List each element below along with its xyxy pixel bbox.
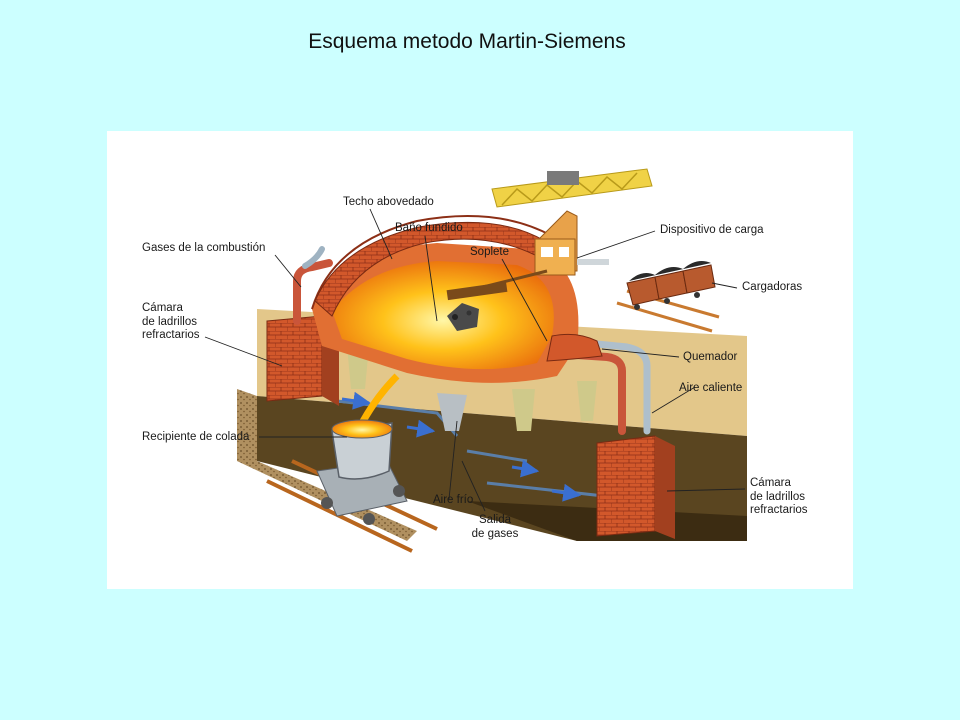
flow-arrow (341, 391, 372, 410)
slide-title: Esquema metodo Martin-Siemens (308, 30, 626, 53)
tapping-ladle (316, 373, 408, 525)
label-recipiente-de-colada: Recipiente de colada (142, 431, 250, 443)
label-camara-derecha: Cámara de ladrillos refractarios (750, 477, 808, 516)
label-cargadoras: Cargadoras (742, 281, 803, 293)
flow-arrow (511, 459, 540, 478)
furnace-supports (347, 346, 597, 431)
charging-crane (466, 168, 653, 293)
label-aire-frio: Aire frío (433, 494, 474, 506)
label-aire-caliente: Aire caliente (679, 382, 743, 394)
charge-scrap (446, 281, 508, 331)
leader-lines (204, 208, 746, 512)
charging-wagons (626, 261, 716, 310)
flow-arrow (406, 419, 436, 438)
label-salida-de-gases: Salida de gases (471, 514, 519, 540)
pipes (293, 246, 651, 435)
label-camara-izquierda: Cámara de ladrillos refractarios (142, 302, 200, 341)
label-bano-fundido: Baño fundido (395, 222, 463, 234)
flow-arrow (551, 483, 582, 502)
right-brick-chamber (596, 435, 675, 539)
label-soplete: Soplete (470, 246, 510, 258)
label-gases-de-la-combustion: Gases de la combustión (142, 242, 266, 254)
label-quemador: Quemador (683, 351, 738, 363)
label-techo-abovedado: Techo abovedado (343, 196, 434, 208)
furnace-diagram: Techo abovedado Baño fundido Soplete Dis… (107, 131, 853, 589)
label-dispositivo-de-carga: Dispositivo de carga (660, 224, 764, 236)
furnace-illustration (204, 168, 747, 553)
